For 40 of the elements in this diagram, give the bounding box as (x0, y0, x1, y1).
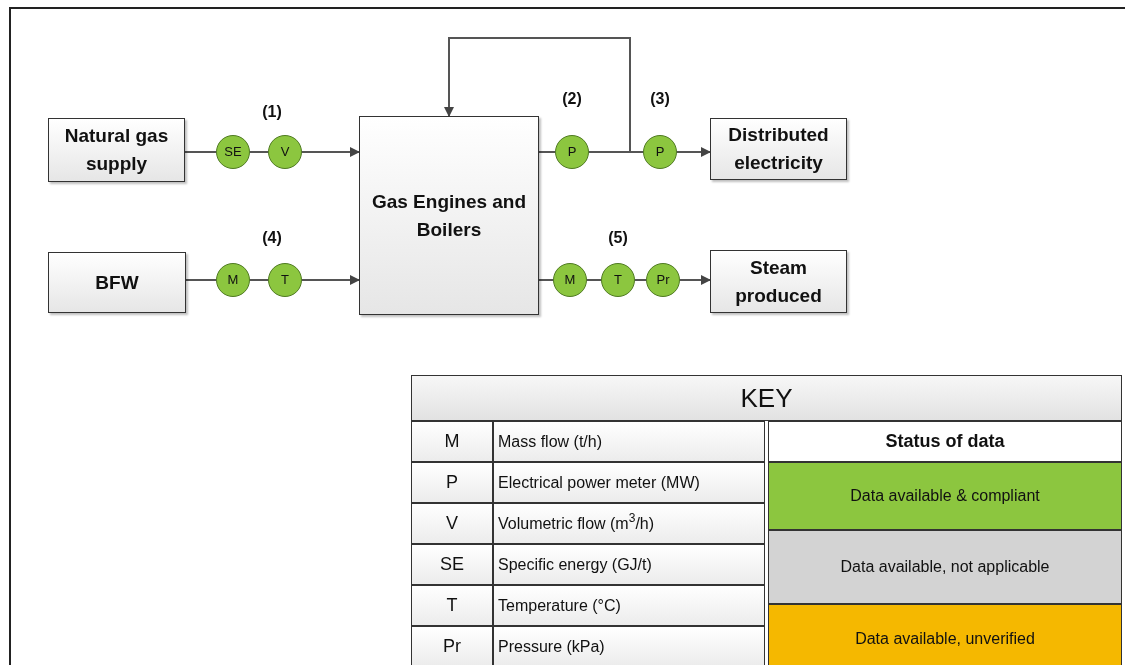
arrow (301, 275, 360, 285)
legend-text: Data available & compliant (850, 486, 1040, 506)
connector-line (538, 279, 554, 281)
table-cell: Temperature (°C) (493, 585, 765, 626)
legend-text: Data available, not applicable (840, 557, 1050, 577)
connector-line (249, 151, 269, 153)
process-box: BFW (48, 252, 186, 313)
arrow (679, 275, 711, 285)
connector-line (184, 151, 217, 153)
arrow (301, 147, 360, 157)
table-cell: Pressure (kPa) (493, 626, 765, 665)
connector-line (634, 279, 647, 281)
table-cell: M (411, 421, 493, 462)
table-cell: Volumetric flow (m$^{3}$/h) (493, 503, 765, 544)
connector-line (249, 279, 269, 281)
stream-number: (1) (262, 102, 282, 122)
table-cell: Electrical power meter (MW) (493, 462, 765, 503)
connector-line (538, 151, 556, 153)
table-cell: P (411, 462, 493, 503)
stream-number: (5) (608, 228, 628, 248)
table-cell: Mass flow (t/h) (493, 421, 765, 462)
stream-number: (3) (650, 89, 670, 109)
key-header: KEY (411, 375, 1122, 421)
arrow (676, 147, 711, 157)
table-cell: T (411, 585, 493, 626)
connector-line (586, 279, 602, 281)
process-box: Natural gas supply (48, 118, 185, 182)
table-cell: Specific energy (GJ/t) (493, 544, 765, 585)
stream-number: (4) (262, 228, 282, 248)
process-box: Distributed electricity (710, 118, 847, 180)
table-cell: Pr (411, 626, 493, 665)
table-header-cell: Status of data (768, 421, 1122, 462)
connector-line (185, 279, 217, 281)
legend-text: Data available, unverified (855, 629, 1035, 649)
table-cell: SE (411, 544, 493, 585)
process-box: Gas Engines and Boilers (359, 116, 539, 315)
arrow (444, 37, 631, 153)
table-cell: V (411, 503, 493, 544)
process-box: Steam produced (710, 250, 847, 313)
stream-number: (2) (562, 89, 582, 109)
